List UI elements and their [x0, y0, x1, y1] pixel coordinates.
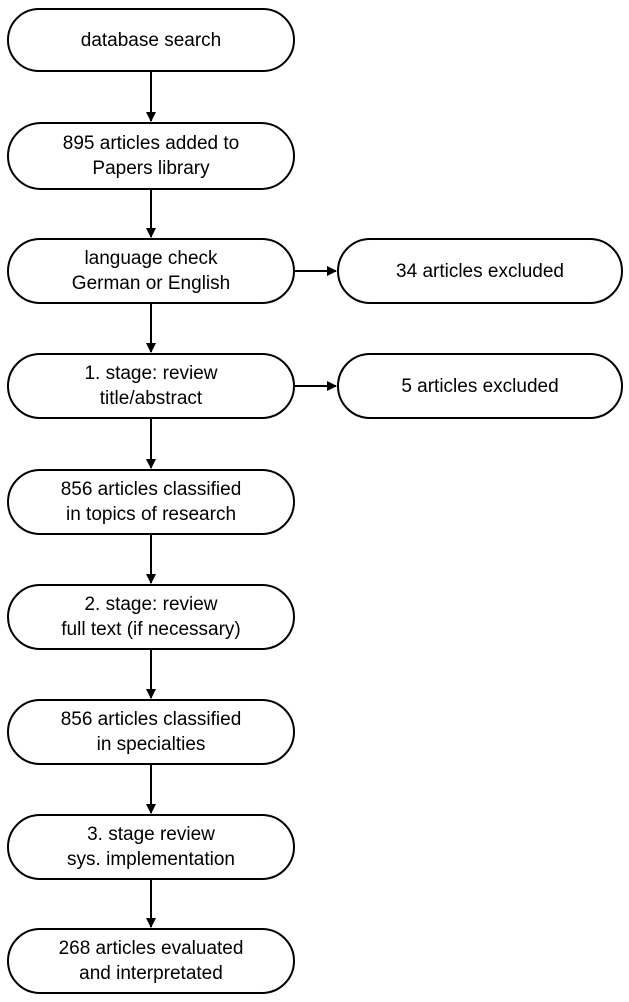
node-text-line: 268 articles evaluated — [58, 938, 244, 959]
node-text-line: full text (if necessary) — [61, 619, 241, 640]
node-text-line: language check — [84, 248, 218, 269]
node-text-line: and interpretated — [79, 963, 223, 984]
node-excluded-language: 34 articles excluded — [337, 238, 623, 304]
node-text-line: 5 articles excluded — [401, 375, 559, 397]
node-text-line: 895 articles added to — [62, 133, 240, 154]
node-articles-evaluated: 268 articles evaluated and interpretated — [7, 928, 295, 994]
node-text-line: Papers library — [92, 158, 210, 179]
node-text-line: 3. stage review — [87, 824, 215, 845]
node-text-line: sys. implementation — [67, 849, 235, 870]
node-stage2-review: 2. stage: review full text (if necessary… — [7, 584, 295, 650]
node-text-line: database search — [80, 29, 222, 51]
node-stage1-review: 1. stage: review title/abstract — [7, 353, 295, 419]
node-language-check: language check German or English — [7, 238, 295, 304]
node-text-line: 34 articles excluded — [396, 260, 564, 282]
node-classified-topics: 856 articles classified in topics of res… — [7, 469, 295, 535]
node-text-line: 856 articles classified — [60, 479, 242, 500]
node-text-line: German or English — [71, 273, 231, 294]
node-text-line: 2. stage: review — [84, 594, 218, 615]
node-excluded-stage1: 5 articles excluded — [337, 353, 623, 419]
node-text-line: in specialties — [96, 734, 206, 755]
node-text-line: 1. stage: review — [84, 363, 218, 384]
node-classified-specialties: 856 articles classified in specialties — [7, 699, 295, 765]
node-database-search: database search — [7, 8, 295, 72]
node-text-line: in topics of research — [65, 504, 237, 525]
node-articles-added: 895 articles added to Papers library — [7, 122, 295, 190]
node-text-line: title/abstract — [99, 388, 203, 409]
node-text-line: 856 articles classified — [60, 709, 242, 730]
node-stage3-review: 3. stage review sys. implementation — [7, 814, 295, 880]
